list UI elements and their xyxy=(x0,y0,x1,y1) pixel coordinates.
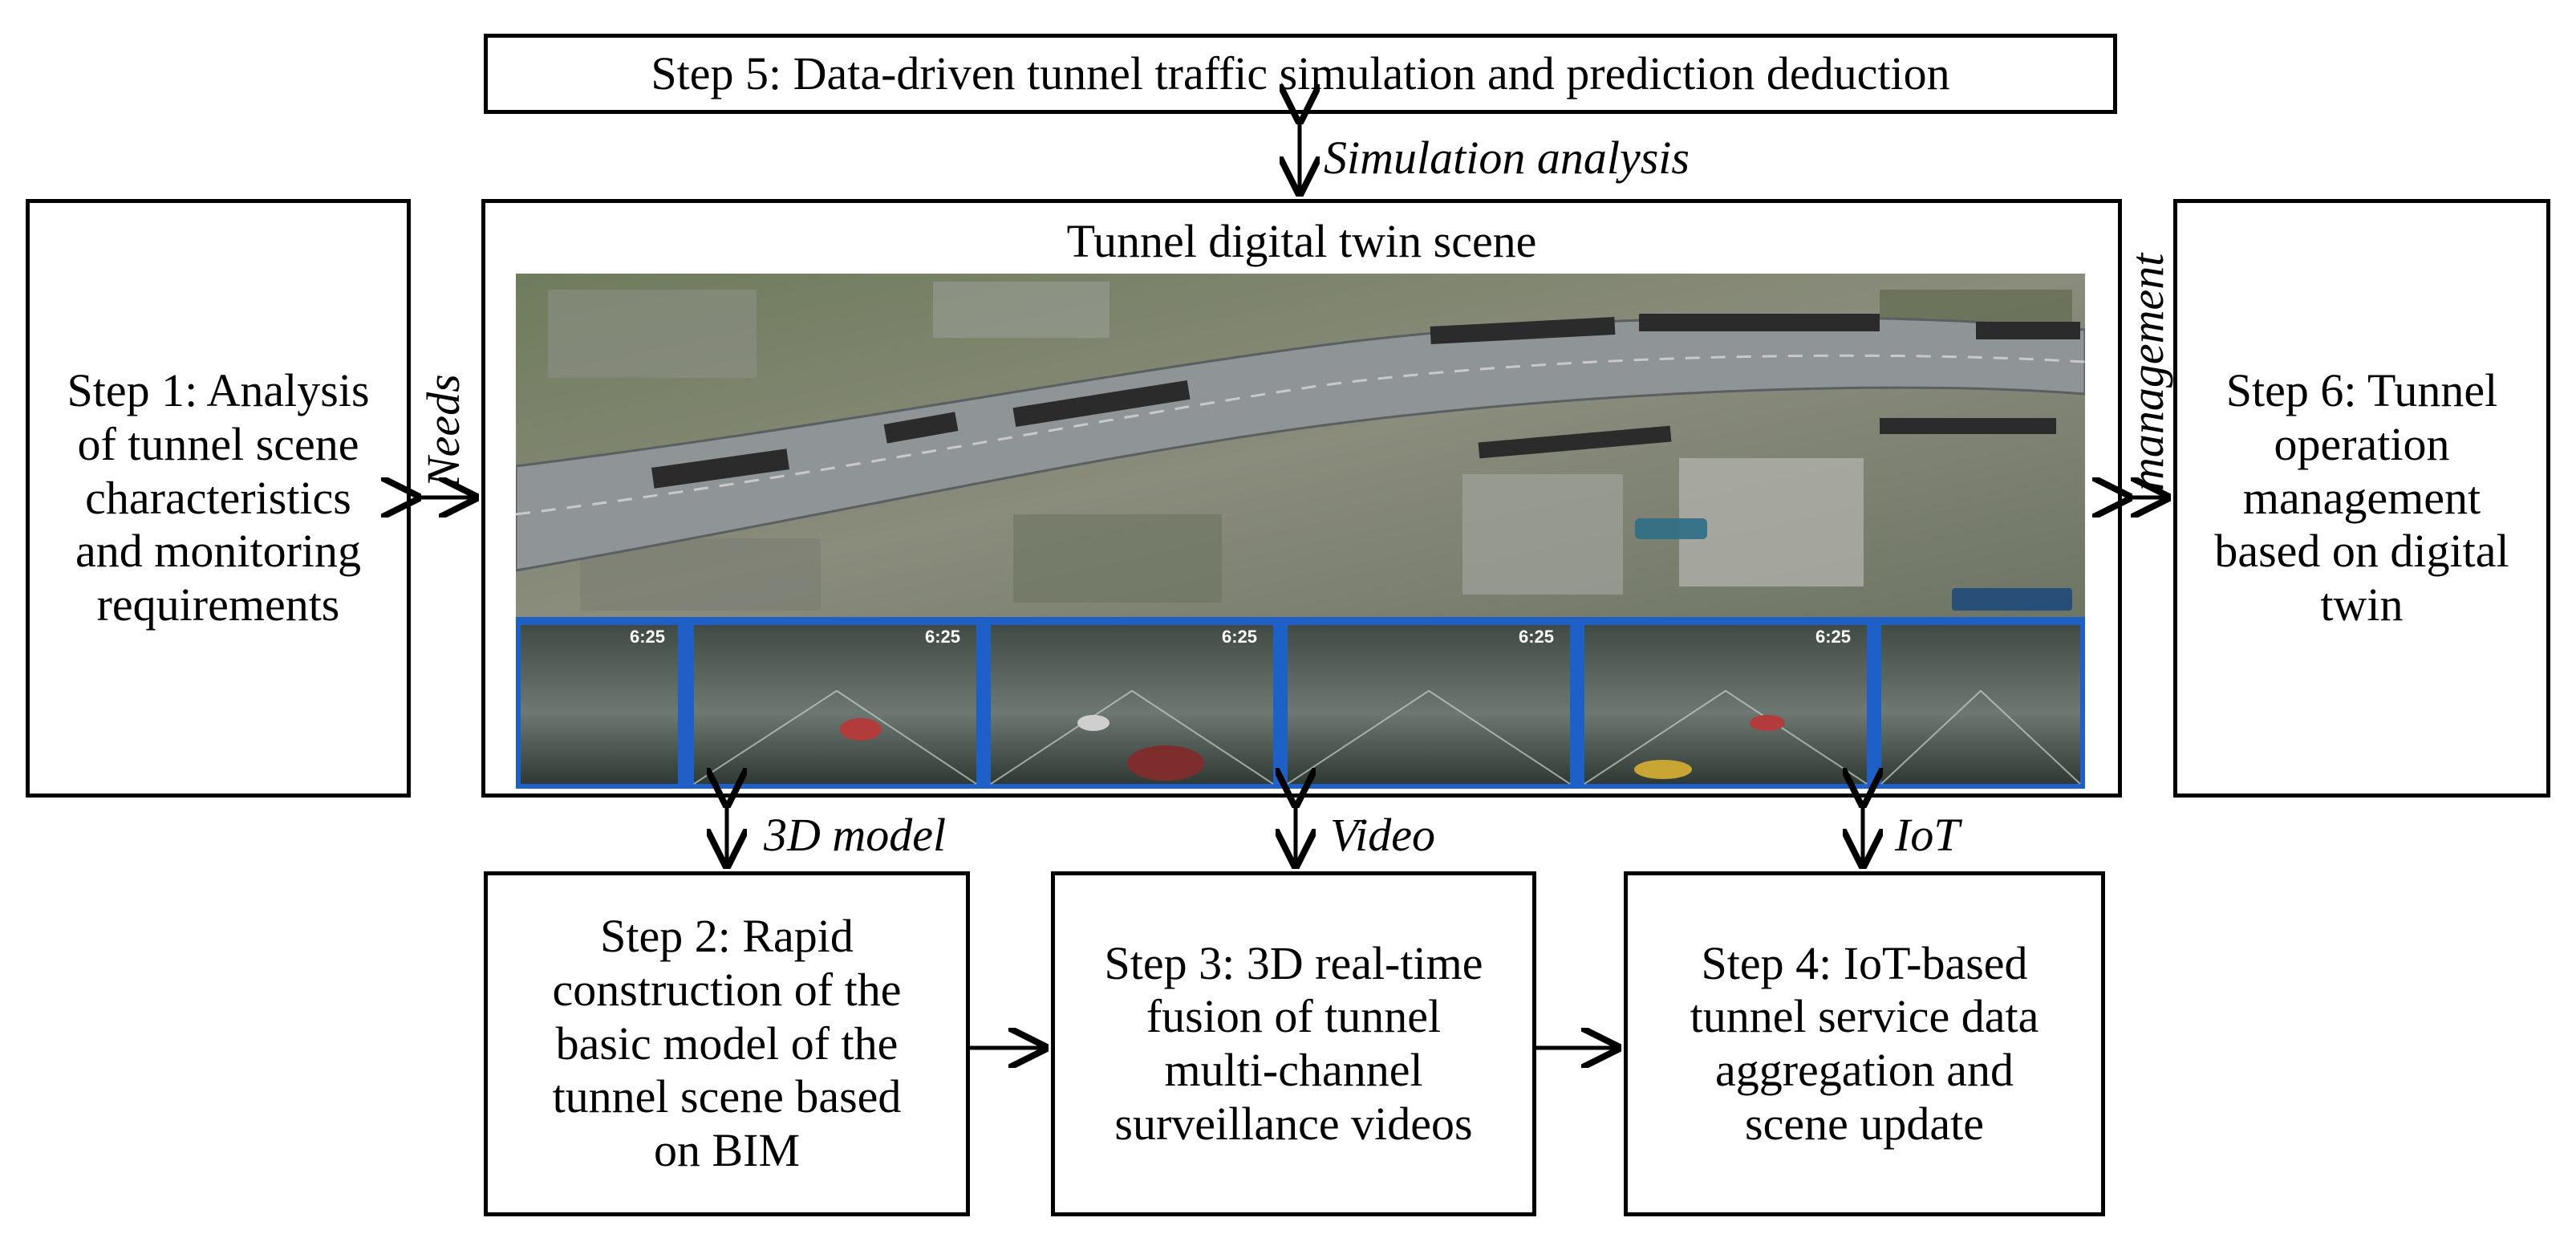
building xyxy=(1679,458,1864,587)
label-3d-model: 3D model xyxy=(764,809,947,861)
label-needs: Needs xyxy=(417,374,469,488)
camera-feed-2 xyxy=(694,625,976,784)
scene-title: Tunnel digital twin scene xyxy=(1066,215,1537,267)
step2-text: Step 2: Rapid construction of the basic … xyxy=(552,910,902,1177)
label-video: Video xyxy=(1330,809,1435,861)
camera-time-3: 6:25 xyxy=(1222,627,1258,647)
label-simulation-analysis: Simulation analysis xyxy=(1324,132,1690,184)
building xyxy=(1462,474,1623,595)
camera-time-2: 6:25 xyxy=(925,627,961,647)
camera-time-4: 6:25 xyxy=(1519,627,1555,647)
step5-box: Step 5: Data-driven tunnel traffic simul… xyxy=(484,34,2117,114)
camera-feed-1 xyxy=(521,625,678,784)
step3-text: Step 3: 3D real-time fusion of tunnel mu… xyxy=(1104,936,1483,1150)
step4-box: Step 4: IoT-based tunnel service data ag… xyxy=(1624,871,2105,1216)
step2-box: Step 2: Rapid construction of the basic … xyxy=(484,871,970,1216)
step1-box: Step 1: Analysis of tunnel scene charact… xyxy=(26,199,411,798)
label-management: management xyxy=(2121,253,2173,491)
step3-box: Step 3: 3D real-time fusion of tunnel mu… xyxy=(1051,871,1536,1216)
label-iot: IoT xyxy=(1895,809,1960,861)
scene-box: Tunnel digital twin scene xyxy=(481,199,2122,798)
step4-text: Step 4: IoT-based tunnel service data ag… xyxy=(1690,936,2039,1150)
camera-feed-6 xyxy=(1881,625,2080,784)
camera-time-1: 6:25 xyxy=(630,627,666,647)
tunnel-road xyxy=(516,316,2085,572)
step6-text: Step 6: Tunnel operation management base… xyxy=(2214,364,2509,631)
camera-feed-4 xyxy=(1288,625,1570,784)
scene-image xyxy=(516,274,2085,789)
camera-feed-5 xyxy=(1584,625,1867,784)
step6-box: Step 6: Tunnel operation management base… xyxy=(2173,199,2550,798)
camera-time-5: 6:25 xyxy=(1815,627,1852,647)
step1-text: Step 1: Analysis of tunnel scene charact… xyxy=(67,364,370,631)
step5-text: Step 5: Data-driven tunnel traffic simul… xyxy=(651,47,1950,99)
